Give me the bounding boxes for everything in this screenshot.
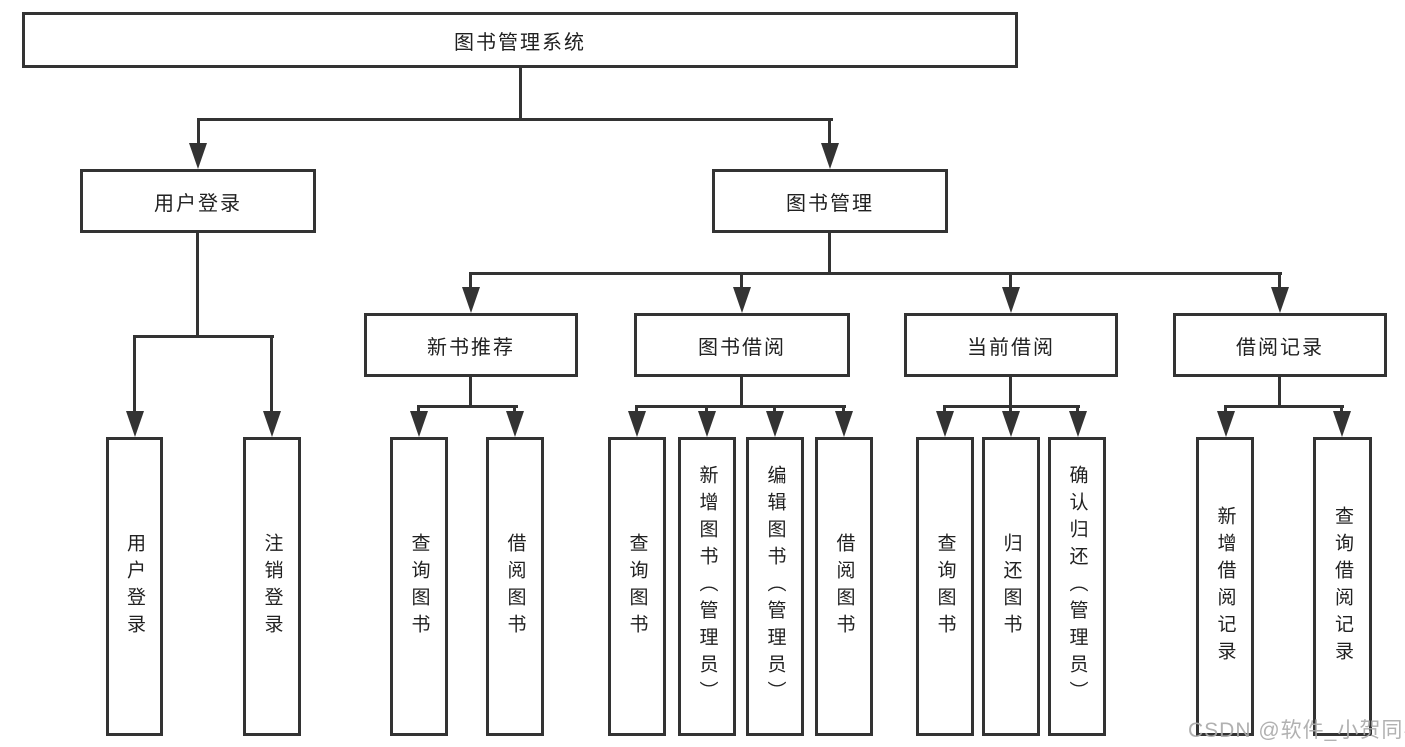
node-new-book-recommend-label: 新书推荐 (427, 336, 515, 359)
connector-stem-leaf (270, 335, 273, 414)
arrow-down-icon (733, 287, 751, 313)
connector-stem-leaf (417, 405, 420, 415)
leaf-query-books-3: 查询图书 (916, 437, 974, 736)
connector-stem-current-borrow (1009, 272, 1012, 290)
leaf-add-borrow-record-label: 新增借阅记录 (1214, 505, 1236, 668)
leaf-confirm-return-admin: 确认归还（管理员） (1048, 437, 1106, 736)
connector-stem-leaf (1009, 405, 1012, 415)
connector-stem-book-borrow (740, 272, 743, 290)
leaf-user-login-label: 用户登录 (124, 532, 145, 641)
node-root-label: 图书管理系统 (454, 31, 586, 54)
connector-level1-rail (197, 118, 833, 121)
connector-root-stem (519, 68, 522, 121)
arrow-down-icon (766, 411, 784, 437)
leaf-confirm-return-admin-label: 确认归还（管理员） (1066, 465, 1088, 708)
node-borrow-records-label: 借阅记录 (1236, 336, 1324, 359)
connector-stem-leaf (773, 405, 776, 415)
arrow-down-icon (821, 143, 839, 169)
arrow-down-icon (698, 411, 716, 437)
arrow-down-icon (1333, 411, 1351, 437)
leaf-borrow-books-2-label: 借阅图书 (833, 532, 855, 641)
arrow-down-icon (1271, 287, 1289, 313)
node-book-borrow-label: 图书借阅 (698, 336, 786, 359)
connector-level3-rail (469, 272, 1282, 275)
connector-stem-book-mgmt (828, 118, 831, 146)
node-borrow-records: 借阅记录 (1173, 313, 1387, 377)
connector-stem-borrow-records (1278, 272, 1281, 290)
leaf-add-borrow-record: 新增借阅记录 (1196, 437, 1254, 736)
node-current-borrow: 当前借阅 (904, 313, 1118, 377)
node-book-borrow: 图书借阅 (634, 313, 850, 377)
node-book-management-label: 图书管理 (786, 192, 874, 215)
arrow-down-icon (1069, 411, 1087, 437)
leaf-query-books-1-label: 查询图书 (408, 532, 430, 641)
leaf-user-login: 用户登录 (106, 437, 163, 736)
node-current-borrow-label: 当前借阅 (967, 336, 1055, 359)
node-root: 图书管理系统 (22, 12, 1018, 68)
connector-stem-leaf (1340, 405, 1343, 415)
leaf-edit-book-admin: 编辑图书（管理员） (746, 437, 804, 736)
arrow-down-icon (126, 411, 144, 437)
leaf-add-book-admin: 新增图书（管理员） (678, 437, 736, 736)
arrow-down-icon (263, 411, 281, 437)
connector-stem-user-login (197, 118, 200, 146)
leaf-logout-label: 注销登录 (261, 532, 283, 641)
connector-stem-leaf (635, 405, 638, 415)
connector-rail (417, 405, 518, 408)
leaf-return-book-label: 归还图书 (1000, 532, 1022, 641)
leaf-query-borrow-record: 查询借阅记录 (1313, 437, 1372, 736)
leaf-return-book: 归还图书 (982, 437, 1040, 736)
arrow-down-icon (506, 411, 524, 437)
node-user-login-label: 用户登录 (154, 192, 242, 215)
connector-stem (740, 377, 743, 408)
arrow-down-icon (1002, 411, 1020, 437)
connector-stem-leaf (133, 335, 136, 414)
connector-user-login-stem (196, 233, 199, 337)
leaf-query-books-2-label: 查询图书 (626, 532, 648, 641)
arrow-down-icon (1002, 287, 1020, 313)
csdn-watermark: CSDN @软件_小贺同学 (1188, 719, 1405, 742)
arrow-down-icon (628, 411, 646, 437)
connector-stem (469, 377, 472, 408)
leaf-query-books-3-label: 查询图书 (934, 532, 956, 641)
connector-stem (1278, 377, 1281, 408)
connector-rail (635, 405, 846, 408)
leaf-query-borrow-record-label: 查询借阅记录 (1332, 505, 1353, 668)
connector-stem-leaf (1076, 405, 1079, 415)
connector-stem (1009, 377, 1012, 408)
leaf-edit-book-admin-label: 编辑图书（管理员） (764, 465, 786, 708)
connector-rail (1224, 405, 1344, 408)
connector-stem-leaf (943, 405, 946, 415)
connector-stem-leaf (1224, 405, 1227, 415)
connector-user-login-rail (133, 335, 274, 338)
leaf-logout: 注销登录 (243, 437, 301, 736)
arrow-down-icon (835, 411, 853, 437)
leaf-query-books-1: 查询图书 (390, 437, 448, 736)
connector-stem-leaf (513, 405, 516, 415)
connector-stem-leaf (842, 405, 845, 415)
node-user-login: 用户登录 (80, 169, 316, 233)
arrow-down-icon (189, 143, 207, 169)
leaf-borrow-books-1: 借阅图书 (486, 437, 544, 736)
connector-stem-leaf (705, 405, 708, 415)
connector-book-mgmt-stem (828, 233, 831, 275)
arrow-down-icon (1217, 411, 1235, 437)
arrow-down-icon (410, 411, 428, 437)
arrow-down-icon (462, 287, 480, 313)
node-new-book-recommend: 新书推荐 (364, 313, 578, 377)
leaf-borrow-books-1-label: 借阅图书 (504, 532, 526, 641)
leaf-add-book-admin-label: 新增图书（管理员） (696, 465, 718, 708)
leaf-query-books-2: 查询图书 (608, 437, 666, 736)
node-book-management: 图书管理 (712, 169, 948, 233)
leaf-borrow-books-2: 借阅图书 (815, 437, 873, 736)
arrow-down-icon (936, 411, 954, 437)
connector-stem-new-book (469, 272, 472, 290)
